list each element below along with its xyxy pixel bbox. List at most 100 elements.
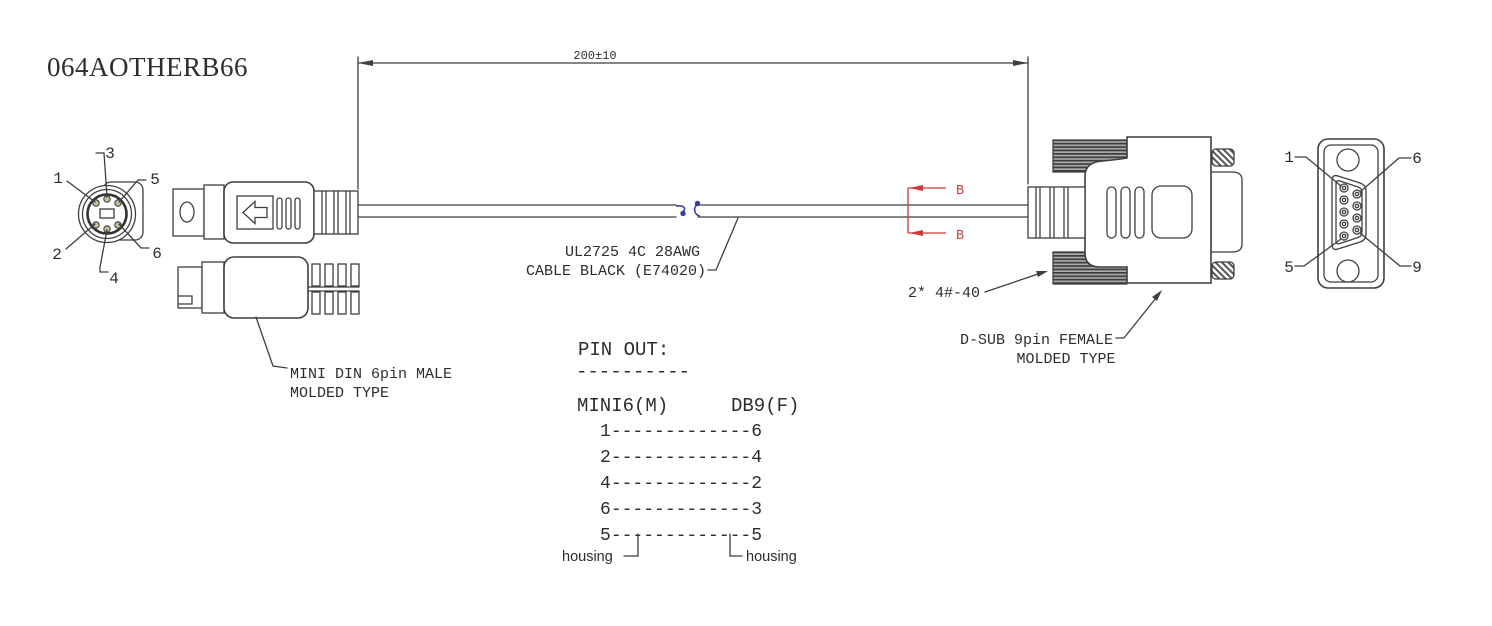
pinout-row: 5-------------5 xyxy=(600,526,762,546)
dsub-d-insert xyxy=(1331,174,1367,251)
dsub-side-view xyxy=(1027,136,1243,285)
pinout-right-header: DB9(F) xyxy=(731,395,799,417)
leader-pin1 xyxy=(66,180,96,203)
dsub-body-panel xyxy=(1151,185,1193,239)
dsub-screw-hole-bottom xyxy=(1336,259,1360,283)
dsub-type-label: D-SUB 9pin FEMALE MOLDED TYPE xyxy=(960,290,1162,368)
cable-spec-label: UL2725 4C 28AWG CABLE BLACK (E74020) xyxy=(526,217,739,280)
housing-label-right: housing xyxy=(746,549,797,565)
pinout-row: 6-------------3 xyxy=(600,500,762,520)
strain-relief-comb xyxy=(307,263,360,315)
leader-dsub-pin9 xyxy=(1359,232,1412,267)
pinout-row: 4-------------2 xyxy=(600,474,762,494)
dsub-pin-label-6: 6 xyxy=(1412,150,1422,168)
pinout-row: 2-------------4 xyxy=(600,448,762,468)
cable-spec-line1: UL2725 4C 28AWG xyxy=(565,244,700,261)
body-groove-2 xyxy=(285,197,292,230)
body-groove-1 xyxy=(276,197,283,230)
leader-pin6 xyxy=(118,223,150,249)
dimension-value: 200±10 xyxy=(573,49,616,63)
minidin-type-line1: MINI DIN 6pin MALE xyxy=(290,366,452,383)
leader-dsub-pin6 xyxy=(1359,157,1412,193)
section-label-top: B xyxy=(956,184,964,199)
leader-dsub-pin1 xyxy=(1294,156,1342,187)
dimension-arrow-left-icon xyxy=(358,60,373,66)
housing-bracket-left xyxy=(623,533,639,557)
leader-pin5 xyxy=(118,179,147,203)
section-arrow-top-icon xyxy=(909,185,923,191)
minidin-pins xyxy=(92,195,122,233)
minidin-strain-relief xyxy=(313,190,359,235)
pinout-table: PIN OUT: ---------- MINI6(M) DB9(F) 1---… xyxy=(562,339,799,565)
pinout-row: 1-------------6 xyxy=(600,422,762,442)
minidin-barrel-slot xyxy=(179,201,195,223)
minidin-rear-view xyxy=(177,256,360,369)
dsub-pin-label-5: 5 xyxy=(1284,259,1294,277)
dsub-strain-relief xyxy=(1027,186,1086,239)
minidin-pin-label-2: 2 xyxy=(52,246,62,264)
minidin-side-view xyxy=(172,181,359,244)
minidin-pin-6 xyxy=(114,221,122,229)
minidin-molded-body2 xyxy=(223,256,309,319)
minidin-collar xyxy=(203,184,225,240)
minidin-pin-label-4: 4 xyxy=(109,270,119,288)
minidin-pin-label-1: 1 xyxy=(53,170,63,188)
dsub-type-line1: D-SUB 9pin FEMALE xyxy=(960,332,1113,349)
pinout-left-header: MINI6(M) xyxy=(577,395,668,417)
jackscrew-top xyxy=(1211,148,1235,167)
minidin-barrel-side2 xyxy=(177,266,203,309)
screw-leader-arrow-icon xyxy=(1036,271,1048,277)
section-label-bottom: B xyxy=(956,229,964,244)
length-dimension: 200±10 xyxy=(357,49,1029,190)
dimension-arrow-right-icon xyxy=(1013,60,1028,66)
dsub-groove-3 xyxy=(1134,186,1145,239)
minidin-type-line2: MOLDED TYPE xyxy=(290,385,389,402)
leader-pin4 xyxy=(99,229,109,273)
leader-pin2 xyxy=(65,223,96,250)
leader-cable-spec xyxy=(707,217,739,271)
leader-pin3 xyxy=(95,152,108,198)
barrel-notch xyxy=(177,295,193,305)
jackscrew-bottom xyxy=(1211,261,1235,280)
pinout-heading: PIN OUT: xyxy=(578,339,669,361)
dsub-groove-2 xyxy=(1120,186,1131,239)
leader-dsub-pin5 xyxy=(1294,238,1342,267)
screw-spec-text: 2* 4#-40 xyxy=(908,285,980,302)
leader-screw-spec xyxy=(984,271,1045,293)
minidin-key-slot xyxy=(99,208,115,219)
cable-spec-line2: CABLE BLACK (E74020) xyxy=(526,263,706,280)
section-marker-b: B B xyxy=(907,184,964,244)
cable xyxy=(357,200,1029,218)
dsub-pin-label-9: 9 xyxy=(1412,259,1422,277)
dsub-screw-hole-top xyxy=(1336,148,1360,172)
minidin-barrel-side xyxy=(172,188,205,237)
dsub-front-view: 1 6 5 9 xyxy=(1284,138,1422,289)
housing-label-left: housing xyxy=(562,549,613,565)
dsub-type-line2: MOLDED TYPE xyxy=(1016,351,1115,368)
dsub-flange xyxy=(1210,171,1243,253)
minidin-pin-label-6: 6 xyxy=(152,245,162,263)
minidin-pin-label-3: 3 xyxy=(105,145,115,163)
section-arrow-bottom-icon xyxy=(909,230,923,236)
housing-bracket-right xyxy=(729,533,743,557)
cable-break-icon xyxy=(675,200,701,217)
dsub-strain-relief-ribs xyxy=(1035,186,1069,239)
screw-spec-label: 2* 4#-40 xyxy=(908,271,1048,302)
body-groove-3 xyxy=(294,197,301,230)
dsub-sockets xyxy=(1339,183,1362,241)
dsub-molded-body xyxy=(1084,136,1212,284)
minidin-pin-label-5: 5 xyxy=(150,171,160,189)
dsub-leader-arrow-icon xyxy=(1152,290,1162,301)
leader-dsub-label xyxy=(1115,292,1161,339)
dsub-groove-1 xyxy=(1106,186,1117,239)
minidin-pin-2 xyxy=(92,221,100,229)
leader-minidin-label xyxy=(255,316,288,369)
pinout-underline: ---------- xyxy=(576,361,690,383)
minidin-type-label: MINI DIN 6pin MALE MOLDED TYPE xyxy=(290,366,452,402)
minidin-front-view: 1 3 5 2 4 6 xyxy=(52,145,162,288)
minidin-collar2 xyxy=(201,261,225,314)
left-arrow-icon xyxy=(242,200,268,225)
drawing-number: 064AOTHERB66 xyxy=(47,52,248,82)
strain-relief-ribs xyxy=(321,190,351,235)
